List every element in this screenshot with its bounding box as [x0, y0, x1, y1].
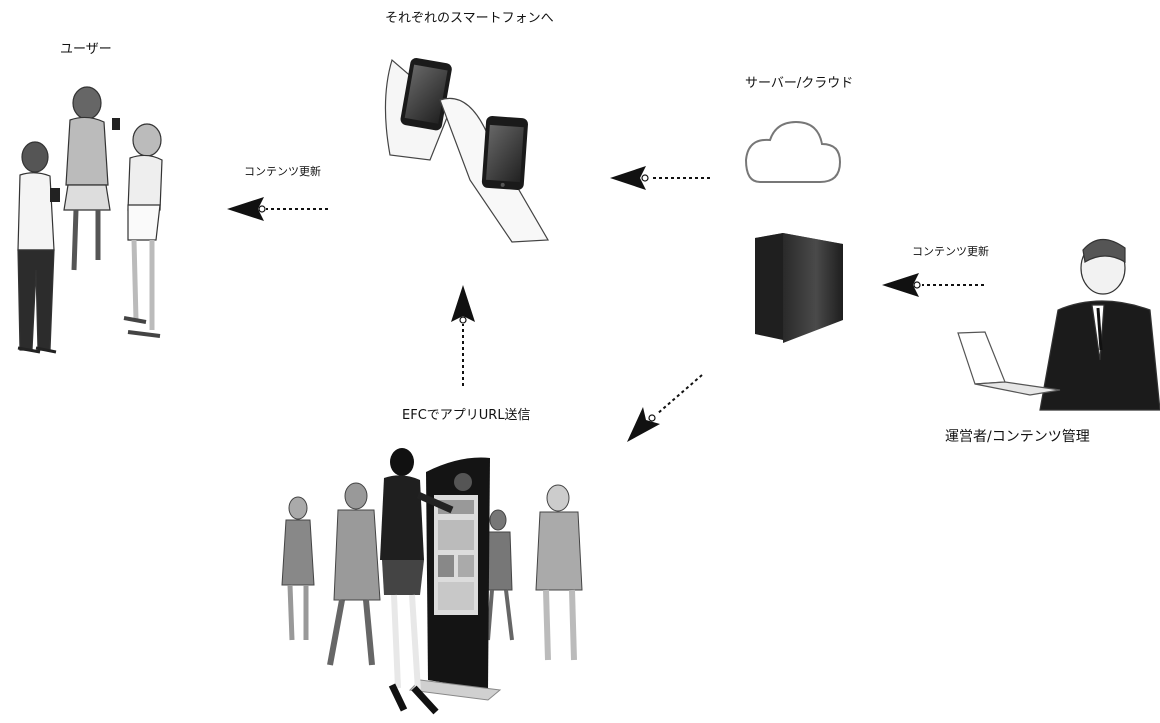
- arrow-server-to-kiosk: [627, 374, 703, 442]
- kiosk-crowd: [281, 482, 583, 666]
- cloud-icon: [744, 120, 842, 183]
- efc-send-label: EFCでアプリURL送信: [402, 408, 531, 423]
- server-icon: [755, 233, 843, 343]
- admin-illustration: [957, 238, 1160, 411]
- user-figure-right: [123, 123, 163, 338]
- smartphones-label: それぞれのスマートフォンへ: [385, 11, 554, 26]
- users-illustration: [17, 86, 163, 354]
- arrow-admin-to-server: [882, 273, 984, 297]
- arrow-kiosk-to-phones: [451, 285, 475, 386]
- server-cloud-label: サーバー/クラウド: [745, 76, 854, 91]
- kiosk-user-figure: [380, 448, 454, 715]
- content-update-label-right: コンテンツ更新: [912, 245, 989, 258]
- users-label: ユーザー: [60, 42, 112, 57]
- user-figure-center: [63, 86, 120, 271]
- arrow-phones-to-users: [227, 197, 328, 221]
- kiosk-display: [408, 457, 502, 701]
- user-figure-male: [17, 141, 60, 354]
- arrow-cloud-to-phones: [610, 166, 710, 190]
- admin-label: 運営者/コンテンツ管理: [945, 429, 1090, 445]
- arrows: [227, 166, 984, 442]
- content-update-label-left: コンテンツ更新: [244, 165, 321, 178]
- kiosk-illustration: [281, 448, 583, 715]
- smartphones-illustration: [384, 58, 550, 243]
